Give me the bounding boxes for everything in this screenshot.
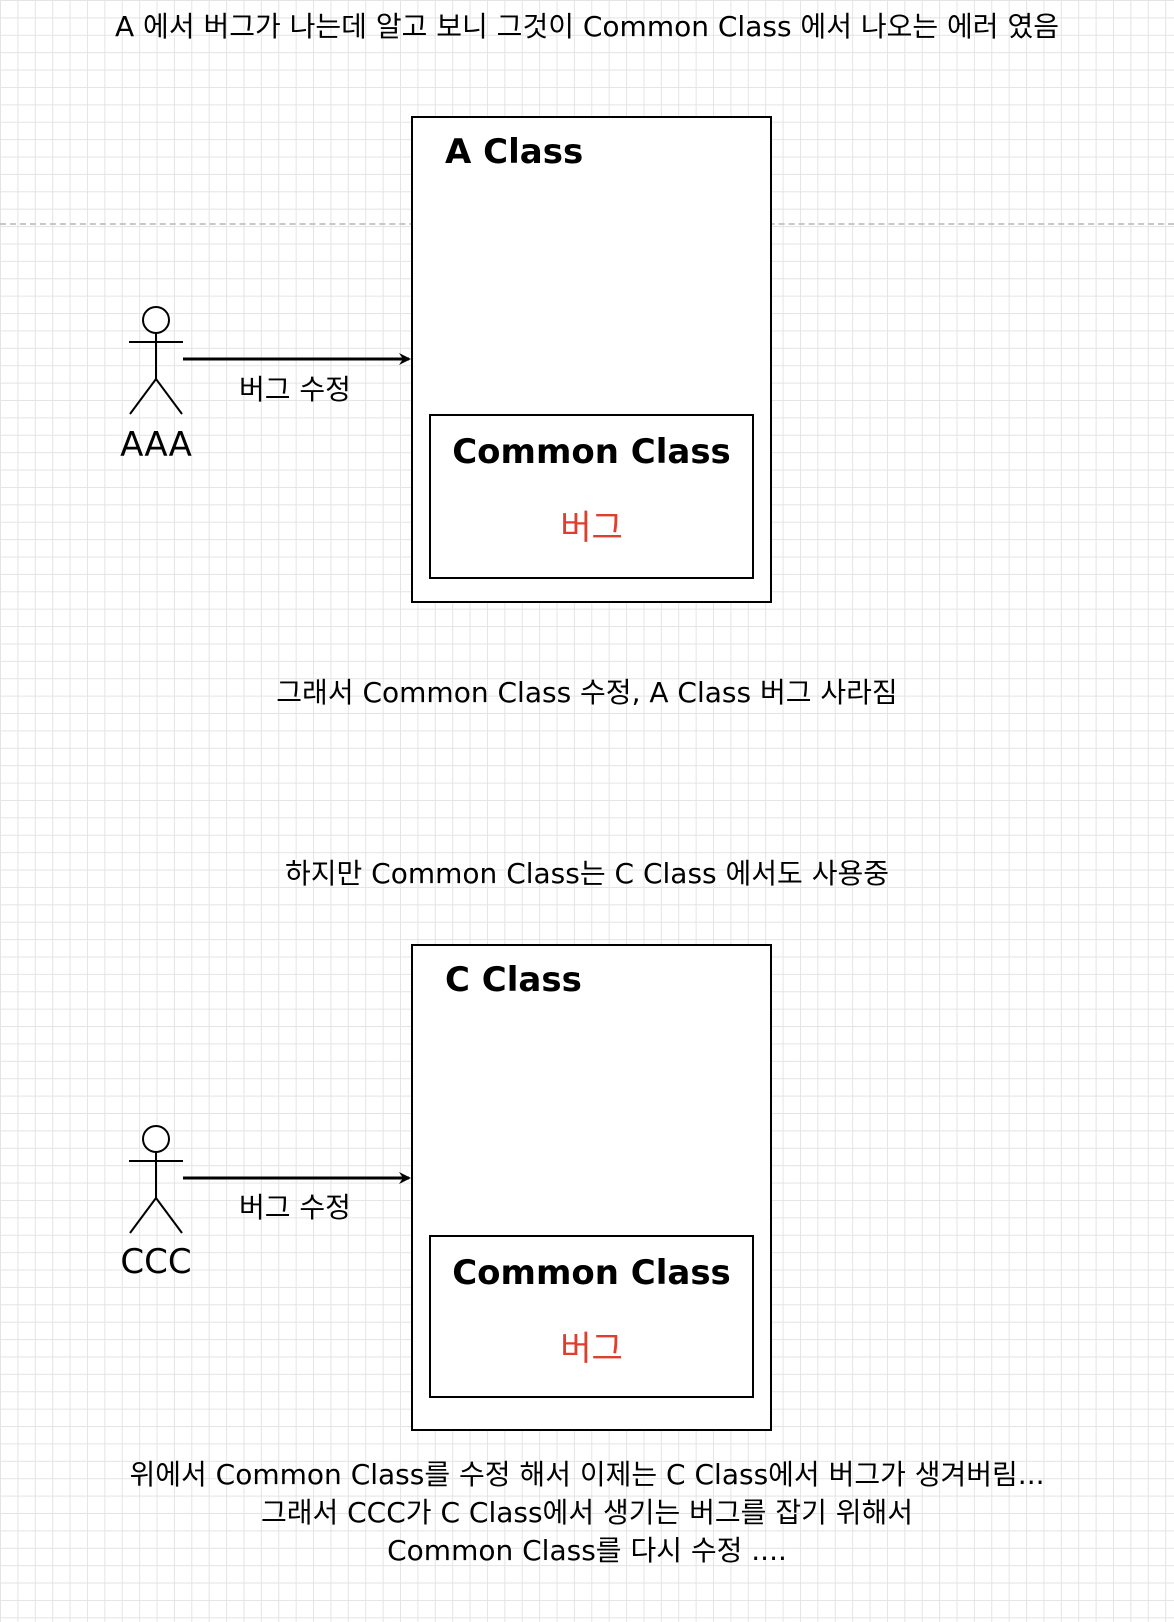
a-class-box: A Class Common Class 버그: [411, 116, 772, 603]
c-class-box: C Class Common Class 버그: [411, 944, 772, 1431]
bug-label-c: 버그: [560, 1329, 623, 1369]
actor-label-aaa: AAA: [120, 425, 192, 465]
caption-middle-1: 그래서 Common Class 수정, A Class 버그 사라짐: [276, 676, 898, 709]
common-class-title-a: Common Class: [452, 432, 731, 472]
actor-ccc-icon: [129, 1125, 183, 1234]
a-class-title: A Class: [445, 132, 584, 172]
common-class-title-c: Common Class: [452, 1253, 731, 1293]
caption-bottom-line-2: 그래서 CCC가 C Class에서 생기는 버그를 잡기 위해서: [260, 1496, 914, 1529]
caption-bottom-line-3: Common Class를 다시 수정 ....: [387, 1534, 787, 1567]
caption-bottom-line-1: 위에서 Common Class를 수정 해서 이제는 C Class에서 버그…: [129, 1458, 1045, 1491]
actor-label-ccc: CCC: [120, 1242, 192, 1282]
bug-label-a: 버그: [560, 508, 623, 548]
caption-top: A 에서 버그가 나는데 알고 보니 그것이 Common Class 에서 나…: [115, 10, 1059, 43]
c-class-title: C Class: [445, 960, 582, 1000]
common-class-box-a: Common Class 버그: [429, 414, 754, 579]
caption-middle-2: 하지만 Common Class는 C Class 에서도 사용중: [285, 857, 889, 890]
arrow-label-a: 버그 수정: [239, 373, 351, 406]
actor-aaa-icon: [129, 306, 183, 415]
caption-bottom: 위에서 Common Class를 수정 해서 이제는 C Class에서 버그…: [0, 1456, 1174, 1570]
arrow-label-c: 버그 수정: [239, 1191, 351, 1224]
common-class-box-c: Common Class 버그: [429, 1235, 754, 1398]
